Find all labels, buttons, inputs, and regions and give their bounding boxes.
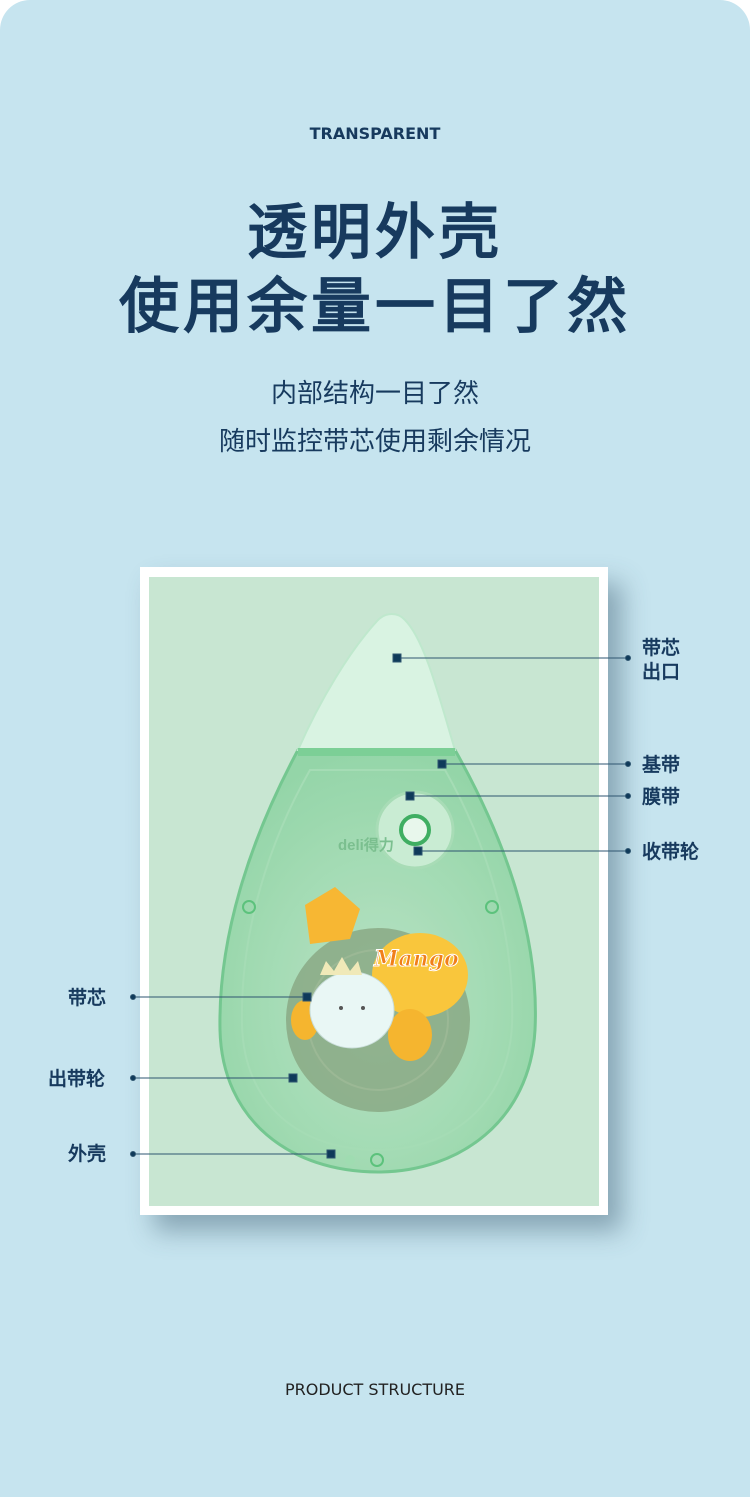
shell-inner-rim xyxy=(240,769,514,1152)
label-outlet-line2: 出口 xyxy=(642,661,681,683)
marker-takeup-wheel xyxy=(413,846,423,856)
headline-line-2: 使用余量一目了然 xyxy=(119,272,631,342)
label-core: 带芯 xyxy=(68,987,107,1009)
marker-base-tape xyxy=(437,759,447,769)
marker-outlet xyxy=(392,653,402,663)
outlet-cap xyxy=(296,613,457,751)
mango-cube-icon xyxy=(305,887,360,944)
label-shell: 外壳 xyxy=(68,1143,107,1165)
headline-line-1: 透明外壳 xyxy=(247,198,503,268)
brand-logo: deli得力 xyxy=(338,836,394,854)
label-supply-wheel: 出带轮 xyxy=(48,1068,106,1090)
mango-fruit xyxy=(372,933,468,1017)
marker-film-tape xyxy=(405,791,415,801)
takeup-hub xyxy=(399,814,431,846)
label-film-tape: 膜带 xyxy=(642,786,681,808)
marker-supply-wheel xyxy=(288,1073,298,1083)
subtitle-line-2: 随时监控带芯使用剩余情况 xyxy=(218,427,531,457)
label-takeup-wheel: 收带轮 xyxy=(642,841,700,863)
label-outlet: 带芯 出口 xyxy=(642,636,680,684)
marker-shell xyxy=(326,1149,336,1159)
marker-core xyxy=(302,992,312,1002)
subtitle-line-1: 内部结构一目了然 xyxy=(270,379,479,409)
footer-caption: PRODUCT STRUCTURE xyxy=(284,1380,466,1399)
label-outlet-line1: 带芯 xyxy=(642,637,681,659)
cap-seam xyxy=(298,748,455,756)
crown-icon xyxy=(320,957,362,975)
eyebrow-text: TRANSPARENT xyxy=(309,124,441,143)
mango-sticker-text: Mango xyxy=(373,946,459,972)
label-base-tape: 基带 xyxy=(642,754,681,776)
